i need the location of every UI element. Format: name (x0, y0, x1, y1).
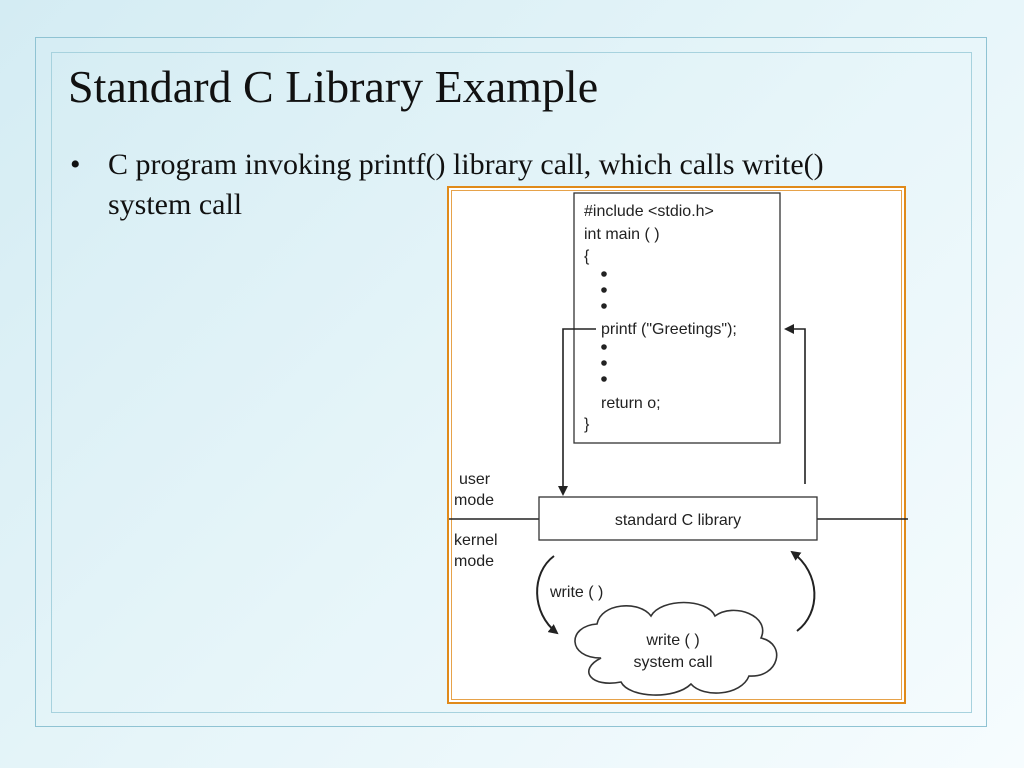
bullet-marker: • (70, 148, 81, 181)
code-line-include: #include <stdio.h> (584, 203, 714, 220)
code-ellipsis-dots-top (601, 271, 607, 309)
write-call-arrow (536, 555, 559, 635)
diagram-frame: #include <stdio.h> int main ( ) { printf… (447, 186, 908, 704)
code-line-open-brace: { (584, 248, 590, 265)
slide-title: Standard C Library Example (68, 61, 599, 112)
user-mode-label-line2: mode (454, 492, 494, 509)
call-arrow-down (558, 328, 596, 496)
kernel-mode-label-line1: kernel (454, 532, 498, 549)
bullet-text: C program invoking printf() library call… (108, 148, 824, 221)
kernel-mode-label-line2: mode (454, 553, 494, 570)
syscall-return-arrow (790, 550, 816, 632)
return-arrow-up (784, 324, 806, 484)
system-call-cloud (574, 601, 778, 696)
code-box (573, 192, 781, 444)
slide-outer-border (35, 37, 987, 727)
diagram-canvas: #include <stdio.h> int main ( ) { printf… (449, 192, 908, 696)
code-ellipsis-dots-bottom (601, 344, 607, 382)
user-mode-label-line1: user (459, 471, 491, 488)
write-arrow-label: write ( ) (549, 584, 603, 601)
library-box (538, 496, 818, 541)
slide-inner-border (51, 52, 972, 713)
code-line-return: return o; (601, 395, 661, 412)
code-line-main: int main ( ) (584, 226, 660, 243)
code-line-printf: printf ("Greetings"); (601, 321, 737, 338)
bullet-item: • C program invoking printf() library ca… (70, 145, 910, 225)
system-call-label-line1: write ( ) (645, 632, 699, 649)
code-line-close-brace: } (584, 416, 590, 433)
system-call-label-line2: system call (633, 654, 712, 671)
library-box-label: standard C library (615, 512, 741, 529)
